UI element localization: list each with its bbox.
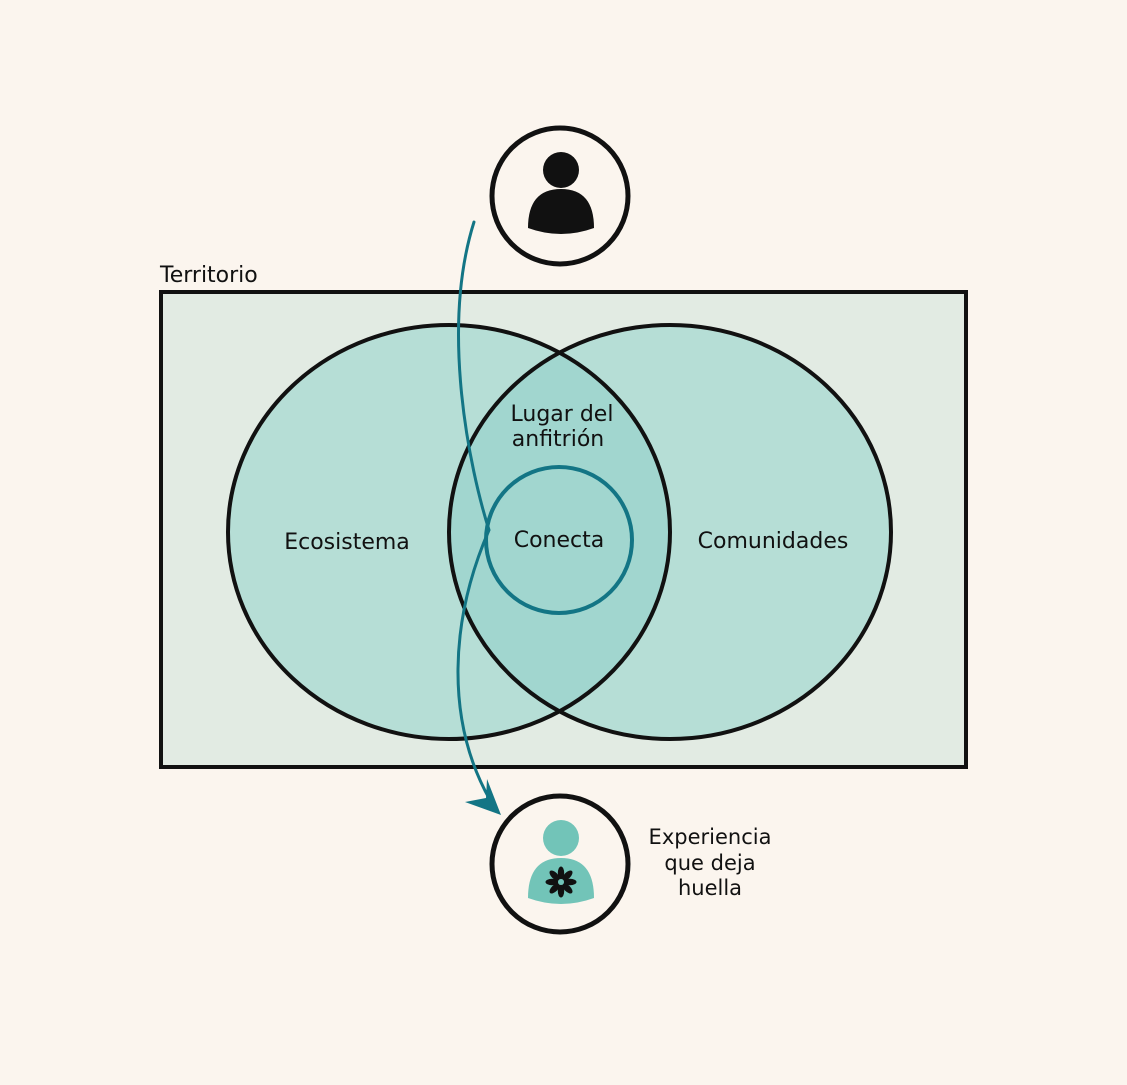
host-place-label-line1: Lugar del: [511, 402, 614, 427]
person-icon: [528, 152, 594, 234]
communities-label: Comunidades: [698, 529, 849, 554]
host-place-label-line2: anfitrión: [512, 427, 604, 452]
ecosystem-label: Ecosistema: [284, 530, 410, 555]
start-person-group: [489, 125, 631, 267]
outcome-label-line3: huella: [678, 876, 742, 900]
host-place-overlap: [449, 325, 670, 739]
journey-arrow-path: [456, 220, 492, 802]
communities-circle-outline: [447, 323, 893, 741]
outcome-label-line2: que deja: [664, 851, 755, 875]
outcome-label-line1: Experiencia: [649, 825, 772, 849]
flower-icon: [545, 866, 577, 898]
territory-label: Territorio: [159, 263, 258, 288]
ecosystem-circle-outline: [226, 323, 672, 741]
journey-arrowhead: [465, 779, 501, 815]
connect-label: Conecta: [514, 528, 605, 553]
end-person-group: [489, 793, 631, 935]
